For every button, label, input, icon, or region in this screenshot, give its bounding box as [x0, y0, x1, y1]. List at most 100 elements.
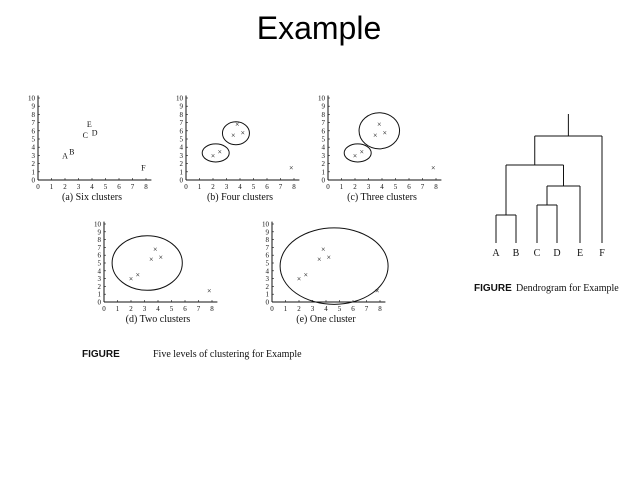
y-tick-label: 9 [98, 228, 102, 236]
point-a: × [297, 275, 302, 284]
point-e: × [377, 120, 382, 129]
point-c: × [317, 255, 322, 264]
figure-left-caption: Five levels of clustering for Example [153, 349, 302, 360]
figure-right-caption: Dendrogram for Example [516, 283, 619, 294]
y-tick-label: 4 [322, 144, 326, 152]
y-tick-label: 5 [180, 136, 184, 144]
x-tick-label: 4 [324, 305, 328, 313]
point-e: × [153, 245, 158, 254]
y-tick-label: 2 [322, 160, 326, 168]
y-tick-label: 0 [322, 177, 326, 185]
x-tick-label: 2 [297, 305, 301, 313]
point-b: × [217, 147, 222, 156]
point-e: E [87, 120, 92, 129]
y-tick-label: 1 [322, 168, 326, 176]
y-tick-label: 5 [98, 260, 102, 268]
y-tick-label: 5 [322, 136, 326, 144]
panel-caption: (c) Three clusters [347, 192, 417, 203]
y-tick-label: 9 [266, 228, 270, 236]
x-tick-label: 5 [252, 183, 256, 191]
x-tick-label: 2 [211, 183, 215, 191]
y-tick-label: 5 [32, 136, 36, 144]
x-tick-label: 5 [394, 183, 398, 191]
y-tick-label: 9 [322, 103, 326, 111]
y-tick-label: 6 [322, 127, 326, 135]
y-tick-label: 2 [266, 283, 270, 291]
point-c: × [373, 131, 378, 140]
point-a: × [353, 151, 358, 160]
x-tick-label: 4 [238, 183, 242, 191]
y-tick-label: 0 [266, 299, 270, 307]
x-tick-label: 7 [421, 183, 425, 191]
x-tick-label: 6 [117, 183, 121, 191]
x-tick-label: 0 [270, 305, 274, 313]
y-tick-label: 8 [322, 111, 326, 119]
figure-right-label: FIGURE [474, 283, 512, 294]
y-tick-label: 6 [98, 252, 102, 260]
x-tick-label: 3 [311, 305, 315, 313]
point-c: C [83, 131, 88, 140]
point-b: B [69, 147, 74, 156]
x-tick-label: 1 [116, 305, 120, 313]
point-f: × [289, 164, 294, 173]
y-tick-label: 1 [98, 291, 102, 299]
x-tick-label: 6 [265, 183, 269, 191]
point-c: × [149, 255, 154, 264]
y-tick-label: 4 [180, 144, 184, 152]
x-tick-label: 1 [284, 305, 288, 313]
y-tick-label: 0 [98, 299, 102, 307]
x-tick-label: 0 [326, 183, 330, 191]
x-tick-label: 6 [351, 305, 355, 313]
y-tick-label: 10 [262, 221, 270, 229]
y-tick-label: 0 [180, 177, 184, 185]
panel-caption: (e) One cluster [296, 314, 356, 325]
cluster-ellipse [343, 143, 372, 163]
y-tick-label: 10 [94, 221, 102, 229]
y-tick-label: 8 [180, 111, 184, 119]
x-tick-label: 6 [183, 305, 187, 313]
x-tick-label: 8 [144, 183, 148, 191]
x-tick-label: 3 [143, 305, 147, 313]
y-tick-label: 6 [32, 127, 36, 135]
point-d: D [92, 128, 98, 137]
x-tick-label: 5 [338, 305, 342, 313]
x-tick-label: 3 [77, 183, 81, 191]
point-f: × [375, 286, 380, 295]
leaf-label-d: D [553, 248, 560, 259]
x-tick-label: 5 [104, 183, 108, 191]
x-tick-label: 4 [380, 183, 384, 191]
x-tick-label: 3 [225, 183, 229, 191]
y-tick-label: 1 [266, 291, 270, 299]
x-tick-label: 8 [292, 183, 296, 191]
panel-caption: (a) Six clusters [62, 192, 122, 203]
point-b: × [303, 271, 308, 280]
cluster-ellipse [201, 143, 230, 163]
figure-left-label: FIGURE [82, 349, 120, 360]
leaf-label-c: C [534, 248, 541, 259]
point-e: × [235, 120, 240, 129]
x-tick-label: 3 [367, 183, 371, 191]
point-f: F [141, 164, 146, 173]
y-tick-label: 2 [180, 160, 184, 168]
y-tick-label: 3 [32, 152, 36, 160]
x-tick-label: 8 [434, 183, 438, 191]
x-tick-label: 2 [63, 183, 67, 191]
y-tick-label: 8 [32, 111, 36, 119]
y-tick-label: 3 [322, 152, 326, 160]
point-d: × [382, 128, 387, 137]
x-tick-label: 6 [407, 183, 411, 191]
x-tick-label: 5 [170, 305, 174, 313]
y-tick-label: 10 [176, 95, 184, 103]
y-tick-label: 5 [266, 260, 270, 268]
y-tick-label: 8 [266, 236, 270, 244]
leaf-label-e: E [577, 248, 583, 259]
point-b: × [135, 271, 140, 280]
y-tick-label: 0 [32, 177, 36, 185]
x-tick-label: 1 [198, 183, 202, 191]
